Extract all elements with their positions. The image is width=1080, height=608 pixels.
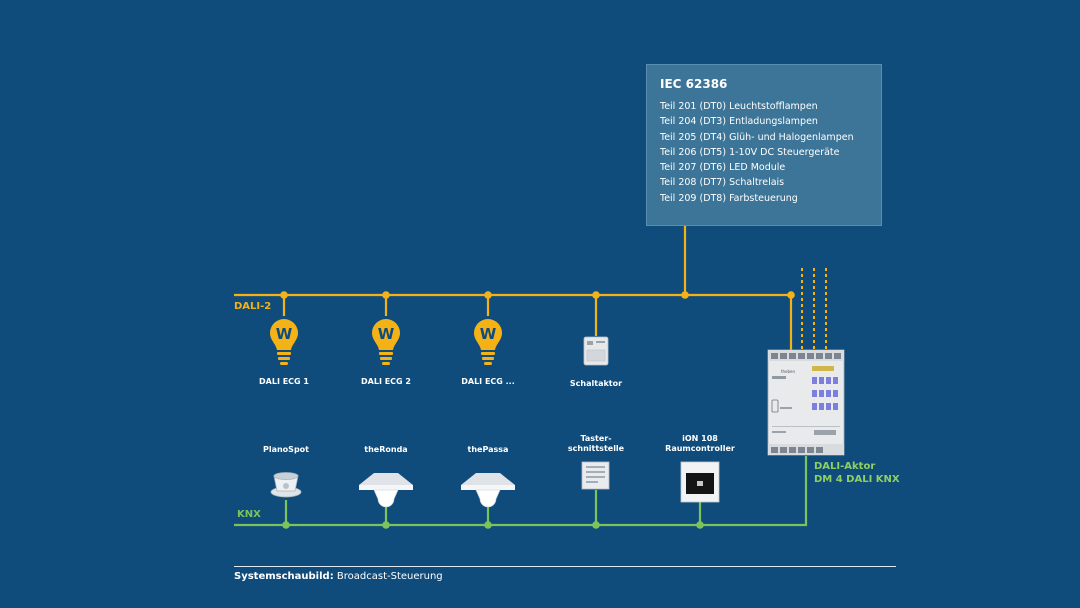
iec-part-item: Teil 205 (DT4) Glüh- und Halogenlampen bbox=[660, 131, 854, 143]
dali-bus bbox=[234, 226, 793, 350]
switch-actuator-icon bbox=[583, 336, 609, 366]
iec-62386-info-box: IEC 62386 Teil 201 (DT0) Leuchtstofflamp… bbox=[646, 64, 882, 226]
diagram-caption: Systemschaubild: Broadcast-Steuerung bbox=[234, 571, 443, 582]
bulb-letter: W bbox=[480, 325, 497, 343]
caption-bold: Systemschaubild: bbox=[234, 571, 334, 582]
tasterschnittstelle-label-line2: schnittstelle bbox=[567, 444, 625, 453]
iec-part-item: Teil 207 (DT6) LED Module bbox=[660, 162, 786, 174]
knx-bus-line bbox=[234, 456, 808, 527]
theronda-label: theRonda bbox=[346, 445, 426, 455]
planospot-label: PlanoSpot bbox=[246, 445, 326, 455]
tasterschnittstelle-label: Taster- schnittstelle bbox=[546, 434, 646, 454]
caption-text: Broadcast-Steuerung bbox=[333, 571, 443, 582]
iec-box-title: IEC 62386 bbox=[660, 77, 728, 91]
ecg1-label: DALI ECG 1 bbox=[259, 377, 309, 386]
bulb-letter: W bbox=[378, 325, 395, 343]
iec-part-list: Teil 201 (DT0) Leuchtstofflampen Teil 20… bbox=[660, 99, 854, 206]
din-rail-actuator-icon bbox=[767, 349, 845, 456]
ion108-label-line2: Raumcontroller bbox=[665, 444, 735, 453]
actuator-brand-mark: theben bbox=[781, 369, 796, 374]
ion108-label-line1: iON 108 bbox=[682, 434, 718, 443]
planospot-label-line1: PlanoSpot bbox=[262, 445, 309, 454]
knx-bus bbox=[234, 456, 808, 527]
thepassa-label-line1: thePassa bbox=[467, 445, 509, 454]
dali-bus-label: DALI-2 bbox=[234, 301, 272, 312]
tasterschnittstelle-label-line1: Taster- bbox=[580, 434, 612, 443]
dali-output-lines bbox=[801, 268, 827, 350]
ecg3-label: DALI ECG ... bbox=[461, 377, 515, 386]
footer-divider bbox=[234, 566, 896, 567]
iec-part-item: Teil 208 (DT7) Schaltrelais bbox=[660, 177, 785, 189]
ceiling-motion-detector-icon bbox=[461, 473, 515, 508]
dali-junction-dots bbox=[280, 291, 795, 299]
iec-part-item: Teil 201 (DT0) Leuchtstofflampen bbox=[660, 101, 818, 112]
knx-junction-dots bbox=[282, 521, 704, 529]
knx-bus-label: KNX bbox=[237, 509, 261, 520]
iec-part-item: Teil 204 (DT3) Entladungslampen bbox=[660, 116, 818, 128]
iec-part-item: Teil 206 (DT5) 1-10V DC Steuergeräte bbox=[660, 146, 840, 158]
schaltaktor-label: Schaltaktor bbox=[569, 379, 623, 388]
lightbulb-icon: W bbox=[270, 319, 298, 365]
push-button-interface-icon bbox=[581, 461, 610, 490]
theronda-label-line1: theRonda bbox=[364, 445, 408, 454]
dali-actuator-label: DALI-Aktor DM 4 DALI KNX bbox=[814, 460, 900, 486]
bulb-letter: W bbox=[276, 325, 293, 343]
iec-part-item: Teil 209 (DT8) Farbsteuerung bbox=[660, 192, 798, 204]
ecg2-label: DALI ECG 2 bbox=[361, 377, 411, 386]
room-controller-icon bbox=[680, 461, 720, 503]
ion108-label: iON 108 Raumcontroller bbox=[650, 434, 750, 454]
dali-actuator-label-line2: DM 4 DALI KNX bbox=[814, 474, 900, 485]
dali-actuator-label-line1: DALI-Aktor bbox=[814, 461, 876, 472]
lightbulb-icon: W bbox=[474, 319, 502, 365]
thepassa-label: thePassa bbox=[448, 445, 528, 455]
ceiling-motion-detector-icon bbox=[359, 473, 413, 508]
lightbulb-icon: W bbox=[372, 319, 400, 365]
ceiling-spot-sensor-icon bbox=[270, 472, 302, 498]
